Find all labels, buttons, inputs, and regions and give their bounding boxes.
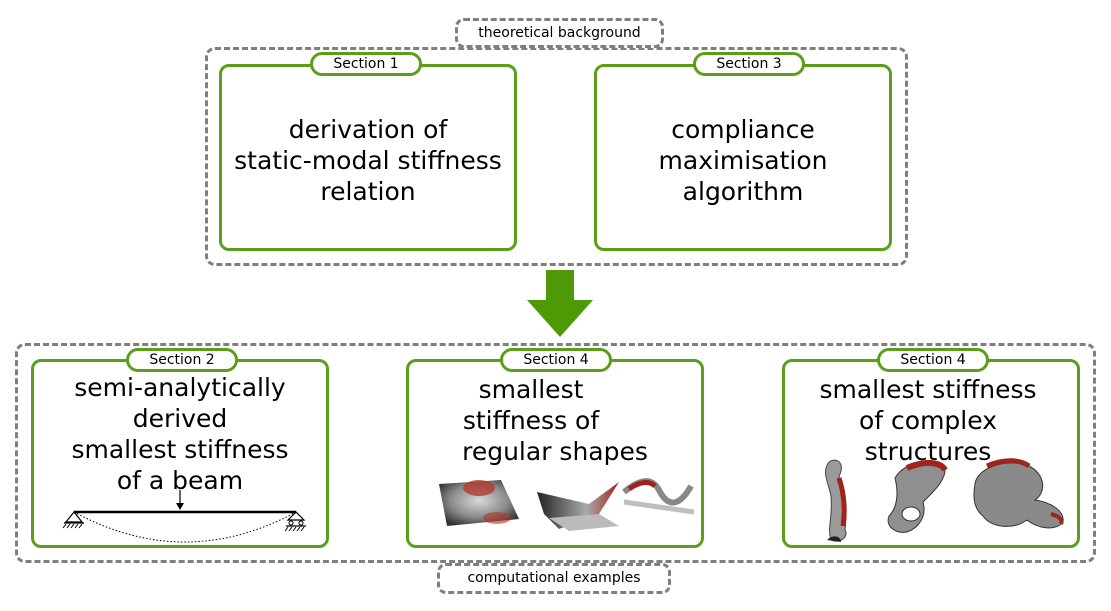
section-2-line-3: smallest stiffness [71,435,289,464]
computational-examples-label: computational examples [437,563,671,594]
section-1-tag: Section 1 [310,52,422,76]
complex-structures-image [825,458,1064,542]
section-1-line-1: derivation of [288,115,448,144]
section-3-line-2: maximisation [658,146,828,175]
section-1-box: derivation of static-modal stiffness rel… [219,64,517,251]
section-2-line-1: semi-analytically [74,373,286,402]
regular-shapes-image [439,478,695,531]
section-3-line-1: compliance [671,115,815,144]
section-1-line-2: static-modal stiffness [234,146,502,175]
computational-examples-group [15,343,1096,563]
section-4-regular-line-3: regular shapes [462,437,648,466]
section-3-line-3: algorithm [682,177,804,206]
section-4-regular-line-1: smallest [478,375,584,404]
theoretical-background-label: theoretical background [455,18,664,48]
section-4-regular-line-2: stiffness of [462,406,600,435]
section-2-line-2: derived [132,404,228,433]
section-4-complex-box: smallest stiffness of complex structures [782,359,1080,548]
section-3-tag: Section 3 [693,52,805,76]
section-3-text: compliance maximisation algorithm [597,114,889,207]
section-4-complex-tag: Section 4 [877,348,989,372]
section-4-regular-tag: Section 4 [500,348,612,372]
section-4-complex-text: smallest stiffness of complex structures [779,374,1077,467]
section-4-regular-box: smallest stiffness of regular shapes [406,359,704,548]
section-4-complex-line-2: of complex [859,406,997,435]
section-2-text: semi-analytically derived smallest stiff… [34,372,326,496]
section-3-box: compliance maximisation algorithm [594,64,892,251]
down-arrow-icon [527,270,593,337]
section-2-tag: Section 2 [126,348,238,372]
section-4-regular-text: smallest stiffness of regular shapes [361,374,701,467]
theoretical-background-group [205,47,908,266]
section-1-text: derivation of static-modal stiffness rel… [222,114,514,207]
beam-sketch [62,490,306,543]
section-1-line-3: relation [320,177,416,206]
section-2-box: semi-analytically derived smallest stiff… [31,359,329,548]
section-4-complex-line-1: smallest stiffness [819,375,1037,404]
